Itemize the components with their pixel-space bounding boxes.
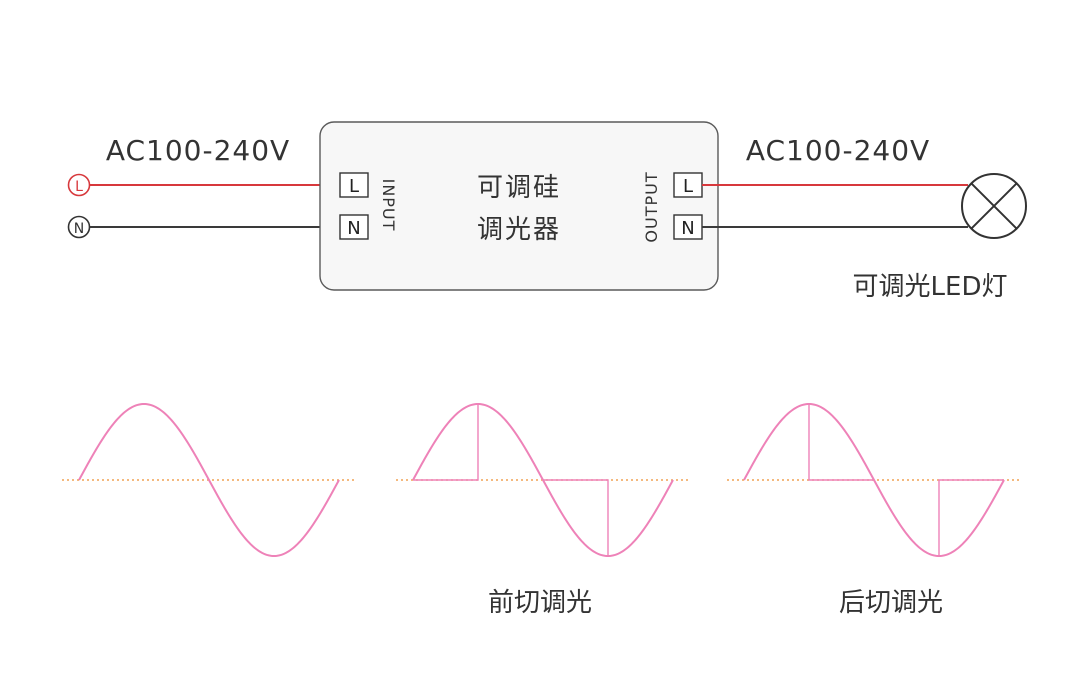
source-line-terminal: L xyxy=(67,173,91,197)
dimmer-box: L N INPUT 可调硅 调光器 OUTPUT L N xyxy=(319,121,719,291)
waveform-trailing-cut-lines xyxy=(808,404,1004,556)
wiring-section: AC100-240V L N L N INPUT 可调硅 调光器 xyxy=(67,121,1027,302)
waveform-full xyxy=(62,402,356,558)
source-neutral-terminal: N xyxy=(67,215,91,239)
waveform-leading-edge: 前切调光 xyxy=(396,402,690,618)
output-voltage-label: AC100-240V xyxy=(746,134,930,167)
output-line-block-label: L xyxy=(683,176,693,197)
waveform-trailing-caption: 后切调光 xyxy=(839,588,943,618)
input-line-block xyxy=(339,172,369,198)
dimmer-name-line2: 调光器 xyxy=(477,215,561,245)
waveforms-section: 前切调光 后切调光 xyxy=(62,402,1021,618)
waveform-leading-cut-lines xyxy=(413,404,609,556)
source-neutral-terminal-label: N xyxy=(74,221,84,237)
waveform-leading-caption: 前切调光 xyxy=(488,588,592,618)
waveform-trailing-edge: 后切调光 xyxy=(727,402,1021,618)
lamp-icon xyxy=(961,173,1027,239)
output-neutral-block xyxy=(673,214,703,240)
input-neutral-block-label: N xyxy=(347,218,360,239)
source-line-terminal-label: L xyxy=(75,179,83,195)
lamp-label: 可调光LED灯 xyxy=(853,272,1008,302)
input-line-block-label: L xyxy=(349,176,359,197)
waveform-full-curve xyxy=(78,402,340,558)
input-label: INPUT xyxy=(379,179,398,232)
input-neutral-block xyxy=(339,214,369,240)
dimmer-name-line1: 可调硅 xyxy=(477,173,561,203)
output-label: OUTPUT xyxy=(642,171,661,242)
input-voltage-label: AC100-240V xyxy=(106,134,290,167)
output-neutral-block-label: N xyxy=(681,218,694,239)
